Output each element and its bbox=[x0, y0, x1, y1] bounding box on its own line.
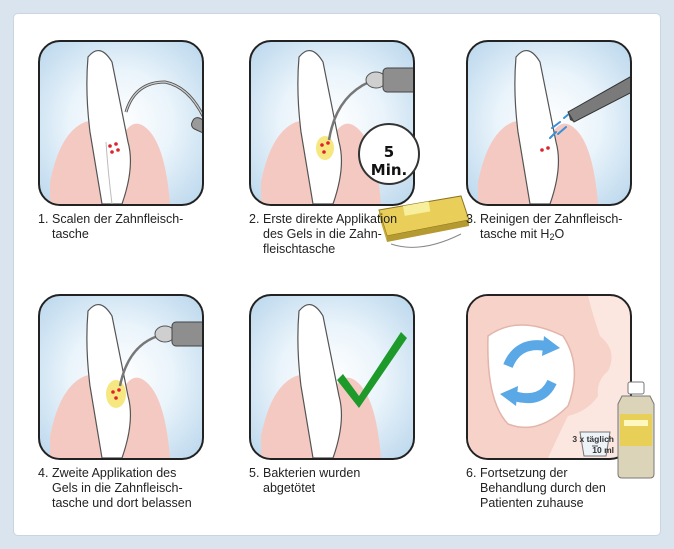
step-3-illustration bbox=[466, 40, 632, 206]
syringe-icon bbox=[120, 322, 204, 386]
step-text-end: O bbox=[554, 227, 564, 241]
step-1-caption: 1.Scalen der Zahnfleisch- tasche bbox=[38, 212, 224, 242]
bottle-icon bbox=[614, 382, 658, 478]
step-5-illustration bbox=[249, 294, 415, 460]
gel-icon bbox=[106, 380, 126, 408]
step-3: 3.Reinigen der Zahnfleisch- tasche mit H… bbox=[466, 40, 666, 206]
step-text: Bakterien wurden abgetötet bbox=[263, 466, 435, 496]
step-2: 5 Min. 2.Erste direkte Applikation des G… bbox=[249, 40, 449, 206]
dosage-amount: 10 ml bbox=[564, 445, 614, 456]
step-number: 6. bbox=[466, 466, 480, 481]
step-number: 2. bbox=[249, 212, 263, 227]
water-syringe-icon bbox=[568, 77, 632, 122]
step-3-caption: 3.Reinigen der Zahnfleisch- tasche mit H… bbox=[466, 212, 652, 245]
step-1: 1.Scalen der Zahnfleisch- tasche bbox=[38, 40, 238, 206]
step-5: 5.Bakterien wurden abgetötet bbox=[249, 294, 449, 460]
step-4-illustration bbox=[38, 294, 204, 460]
step-4-caption: 4.Zweite Applikation des Gels in die Zah… bbox=[38, 466, 224, 511]
instruction-sheet: 1.Scalen der Zahnfleisch- tasche bbox=[14, 14, 660, 535]
step-1-illustration bbox=[38, 40, 204, 206]
step-number: 5. bbox=[249, 466, 263, 481]
step-5-caption: 5.Bakterien wurden abgetötet bbox=[249, 466, 435, 496]
step-2-caption: 2.Erste direkte Applikation des Gels in … bbox=[249, 212, 435, 257]
step-text: Fortsetzung der Behandlung durch den Pat… bbox=[480, 466, 652, 511]
step-number: 4. bbox=[38, 466, 52, 481]
gel-icon bbox=[316, 136, 334, 160]
timer-label: 5 Min. bbox=[363, 143, 415, 179]
step-number: 1. bbox=[38, 212, 52, 227]
step-text: Erste direkte Applikation des Gels in di… bbox=[263, 212, 435, 257]
step-text: Zweite Applikation des Gels in die Zahnf… bbox=[52, 466, 224, 511]
dosage-label: 3 x täglich 10 ml bbox=[564, 434, 614, 456]
step-text: Scalen der Zahnfleisch- tasche bbox=[52, 212, 224, 242]
step-number: 3. bbox=[466, 212, 480, 227]
step-6-caption: 6.Fortsetzung der Behandlung durch den P… bbox=[466, 466, 652, 511]
dosage-frequency: 3 x täglich bbox=[564, 434, 614, 445]
step-6: 3 x täglich 10 ml 6.Fortsetzung der Beha… bbox=[466, 294, 666, 460]
step-4: 4.Zweite Applikation des Gels in die Zah… bbox=[38, 294, 238, 460]
